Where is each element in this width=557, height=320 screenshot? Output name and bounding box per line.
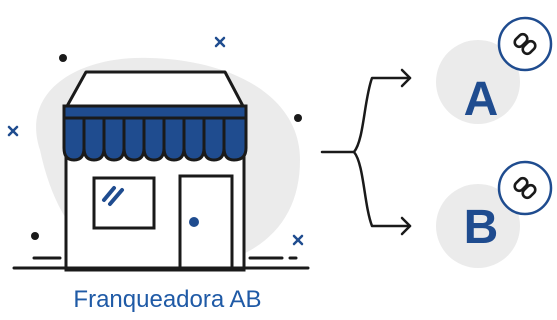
franchisor-caption: Franqueadora AB	[0, 286, 335, 314]
decor-cross	[294, 236, 302, 244]
decor-dot	[294, 114, 302, 122]
branch-arrows	[322, 70, 410, 234]
node-a-letter: A	[451, 72, 511, 127]
arrow-to-a	[354, 78, 410, 152]
decor-cross	[9, 127, 17, 135]
awning-scallops	[64, 118, 246, 160]
decor-dot	[31, 232, 39, 240]
arrow-to-b	[354, 152, 410, 226]
decor-cross	[216, 38, 224, 46]
decor-dot	[59, 54, 67, 62]
store-window	[94, 178, 154, 228]
node-b-letter: B	[451, 200, 511, 255]
link-badge-a[interactable]	[499, 18, 551, 70]
door-knob	[189, 217, 199, 227]
store-roof	[66, 72, 244, 108]
store-door	[180, 176, 232, 270]
